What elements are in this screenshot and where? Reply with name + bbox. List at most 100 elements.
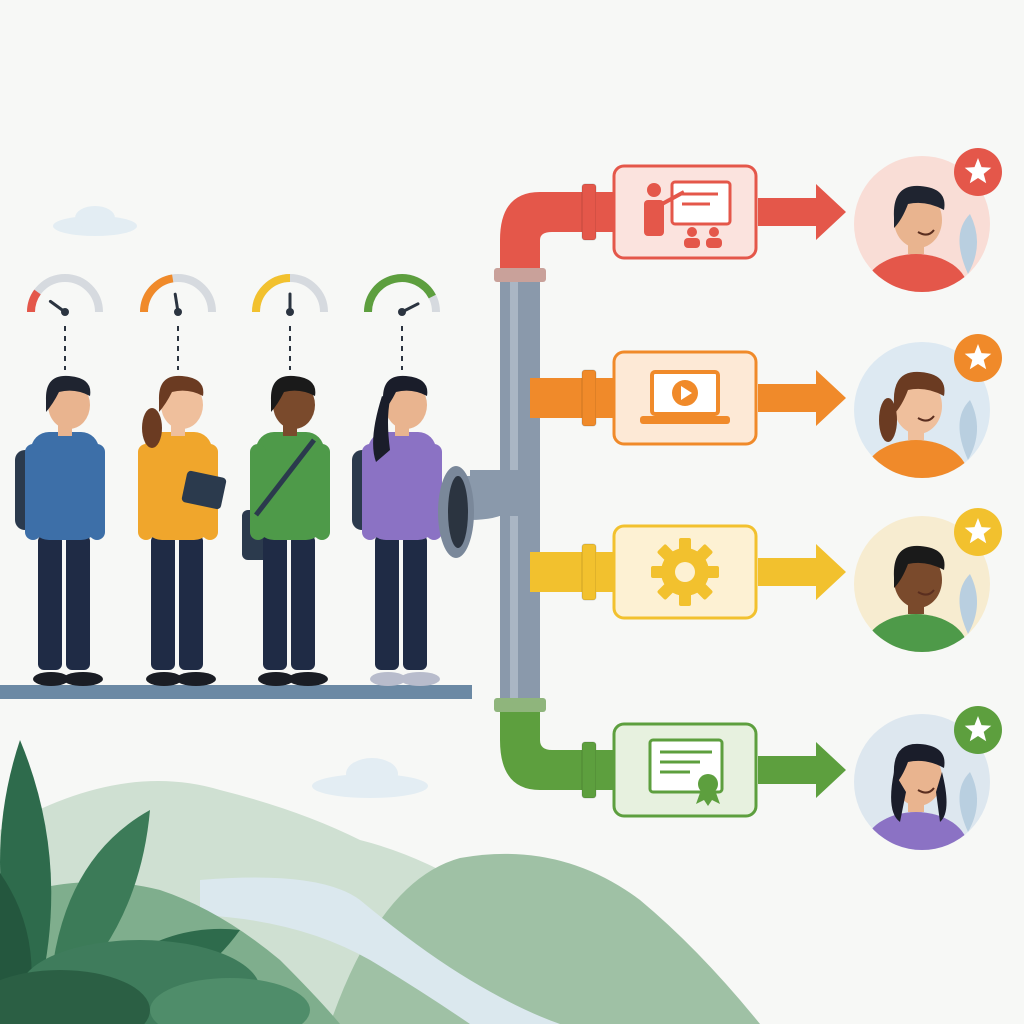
arm: [250, 444, 266, 540]
leg: [263, 535, 287, 670]
star-icon: [964, 158, 992, 184]
gauge-fill: [252, 274, 291, 313]
star-icon: [964, 344, 992, 370]
classroom-path: [612, 148, 1002, 292]
certificate-path: [612, 706, 1002, 850]
pipe-flange: [581, 543, 597, 601]
pipe-flange: [581, 183, 597, 241]
gauge-pivot: [286, 308, 294, 316]
ribbon: [696, 790, 720, 806]
pipe-elbow: [500, 706, 590, 790]
platform: [0, 685, 472, 699]
learner-1: [15, 274, 105, 686]
certificate-icon: [648, 738, 724, 806]
torso: [144, 432, 212, 540]
engagement-gauge: [252, 274, 328, 316]
leg: [375, 535, 399, 670]
pipe-flange: [581, 741, 597, 799]
cloud-left: [53, 206, 137, 236]
shoe: [33, 672, 69, 686]
hair: [893, 371, 945, 414]
hair: [382, 375, 428, 412]
outcome-avatar: [854, 148, 1002, 292]
cloud-center: [312, 758, 428, 798]
smile: [917, 415, 935, 422]
gauge-fill: [364, 274, 436, 313]
gauge-pivot: [61, 308, 69, 316]
learner-3: [242, 274, 330, 686]
gear-icon: [651, 538, 719, 606]
smile: [917, 589, 935, 596]
plant-leaf: [959, 400, 978, 460]
star-badge: [954, 148, 1002, 196]
arrow-icon: [758, 742, 846, 798]
shoe: [176, 672, 216, 686]
person-figure: [138, 375, 227, 686]
hair: [893, 743, 945, 786]
shoe: [400, 672, 440, 686]
shoe: [146, 672, 182, 686]
leaf: [0, 873, 32, 1000]
torso: [256, 432, 324, 540]
avatar-person: [864, 185, 978, 292]
star-icon: [964, 716, 992, 742]
tablet: [181, 470, 227, 510]
teacher-body: [644, 200, 664, 236]
arm: [25, 444, 41, 540]
shoe: [288, 672, 328, 686]
leg: [403, 535, 427, 670]
gauge-pivot: [174, 308, 182, 316]
learner-2: [138, 274, 227, 686]
head: [161, 381, 203, 429]
arrow-icon: [758, 544, 846, 600]
pointer: [661, 190, 685, 206]
leg: [291, 535, 315, 670]
head: [385, 381, 427, 429]
engagement-gauge: [27, 274, 103, 316]
laptop-base: [640, 416, 730, 424]
pathways: [612, 148, 1002, 850]
gauge-fill: [140, 274, 174, 313]
head: [273, 381, 315, 429]
outcome-avatar: [854, 706, 1002, 850]
shirt: [864, 254, 968, 292]
play-triangle: [681, 386, 692, 400]
long-hair: [373, 396, 390, 462]
plant-leaf: [959, 214, 978, 274]
engagement-gauge: [140, 274, 216, 316]
hair: [270, 375, 316, 412]
star-badge: [954, 334, 1002, 382]
avatar-person: [864, 743, 978, 850]
seal: [698, 774, 718, 794]
smile: [917, 787, 935, 794]
plant-leaf: [959, 772, 978, 832]
foliage: [0, 740, 310, 1024]
pipe-elbow: [500, 192, 590, 278]
ponytail: [142, 408, 162, 448]
video-path-pipe: [530, 369, 616, 427]
person-figure: [352, 375, 442, 686]
hair: [893, 545, 945, 588]
arm: [138, 444, 154, 540]
person-figure: [242, 375, 330, 686]
hair: [893, 185, 945, 228]
bag-strap: [254, 438, 316, 517]
plant-leaf: [959, 574, 978, 634]
shoe: [370, 672, 406, 686]
pipe-branch: [530, 552, 592, 592]
arm: [314, 444, 330, 540]
pipe-collar: [494, 698, 546, 712]
learners: [15, 274, 442, 686]
arm: [426, 444, 442, 540]
head: [48, 381, 90, 429]
pipe-branch: [530, 378, 592, 418]
classroom-instruction-icon: [644, 180, 732, 248]
student-body: [684, 238, 700, 248]
pipe-inlet-inner: [448, 476, 468, 548]
star-icon: [964, 518, 992, 544]
leg: [66, 535, 90, 670]
shoe: [63, 672, 103, 686]
pipe-connector: [596, 378, 616, 418]
shirt: [864, 614, 968, 652]
